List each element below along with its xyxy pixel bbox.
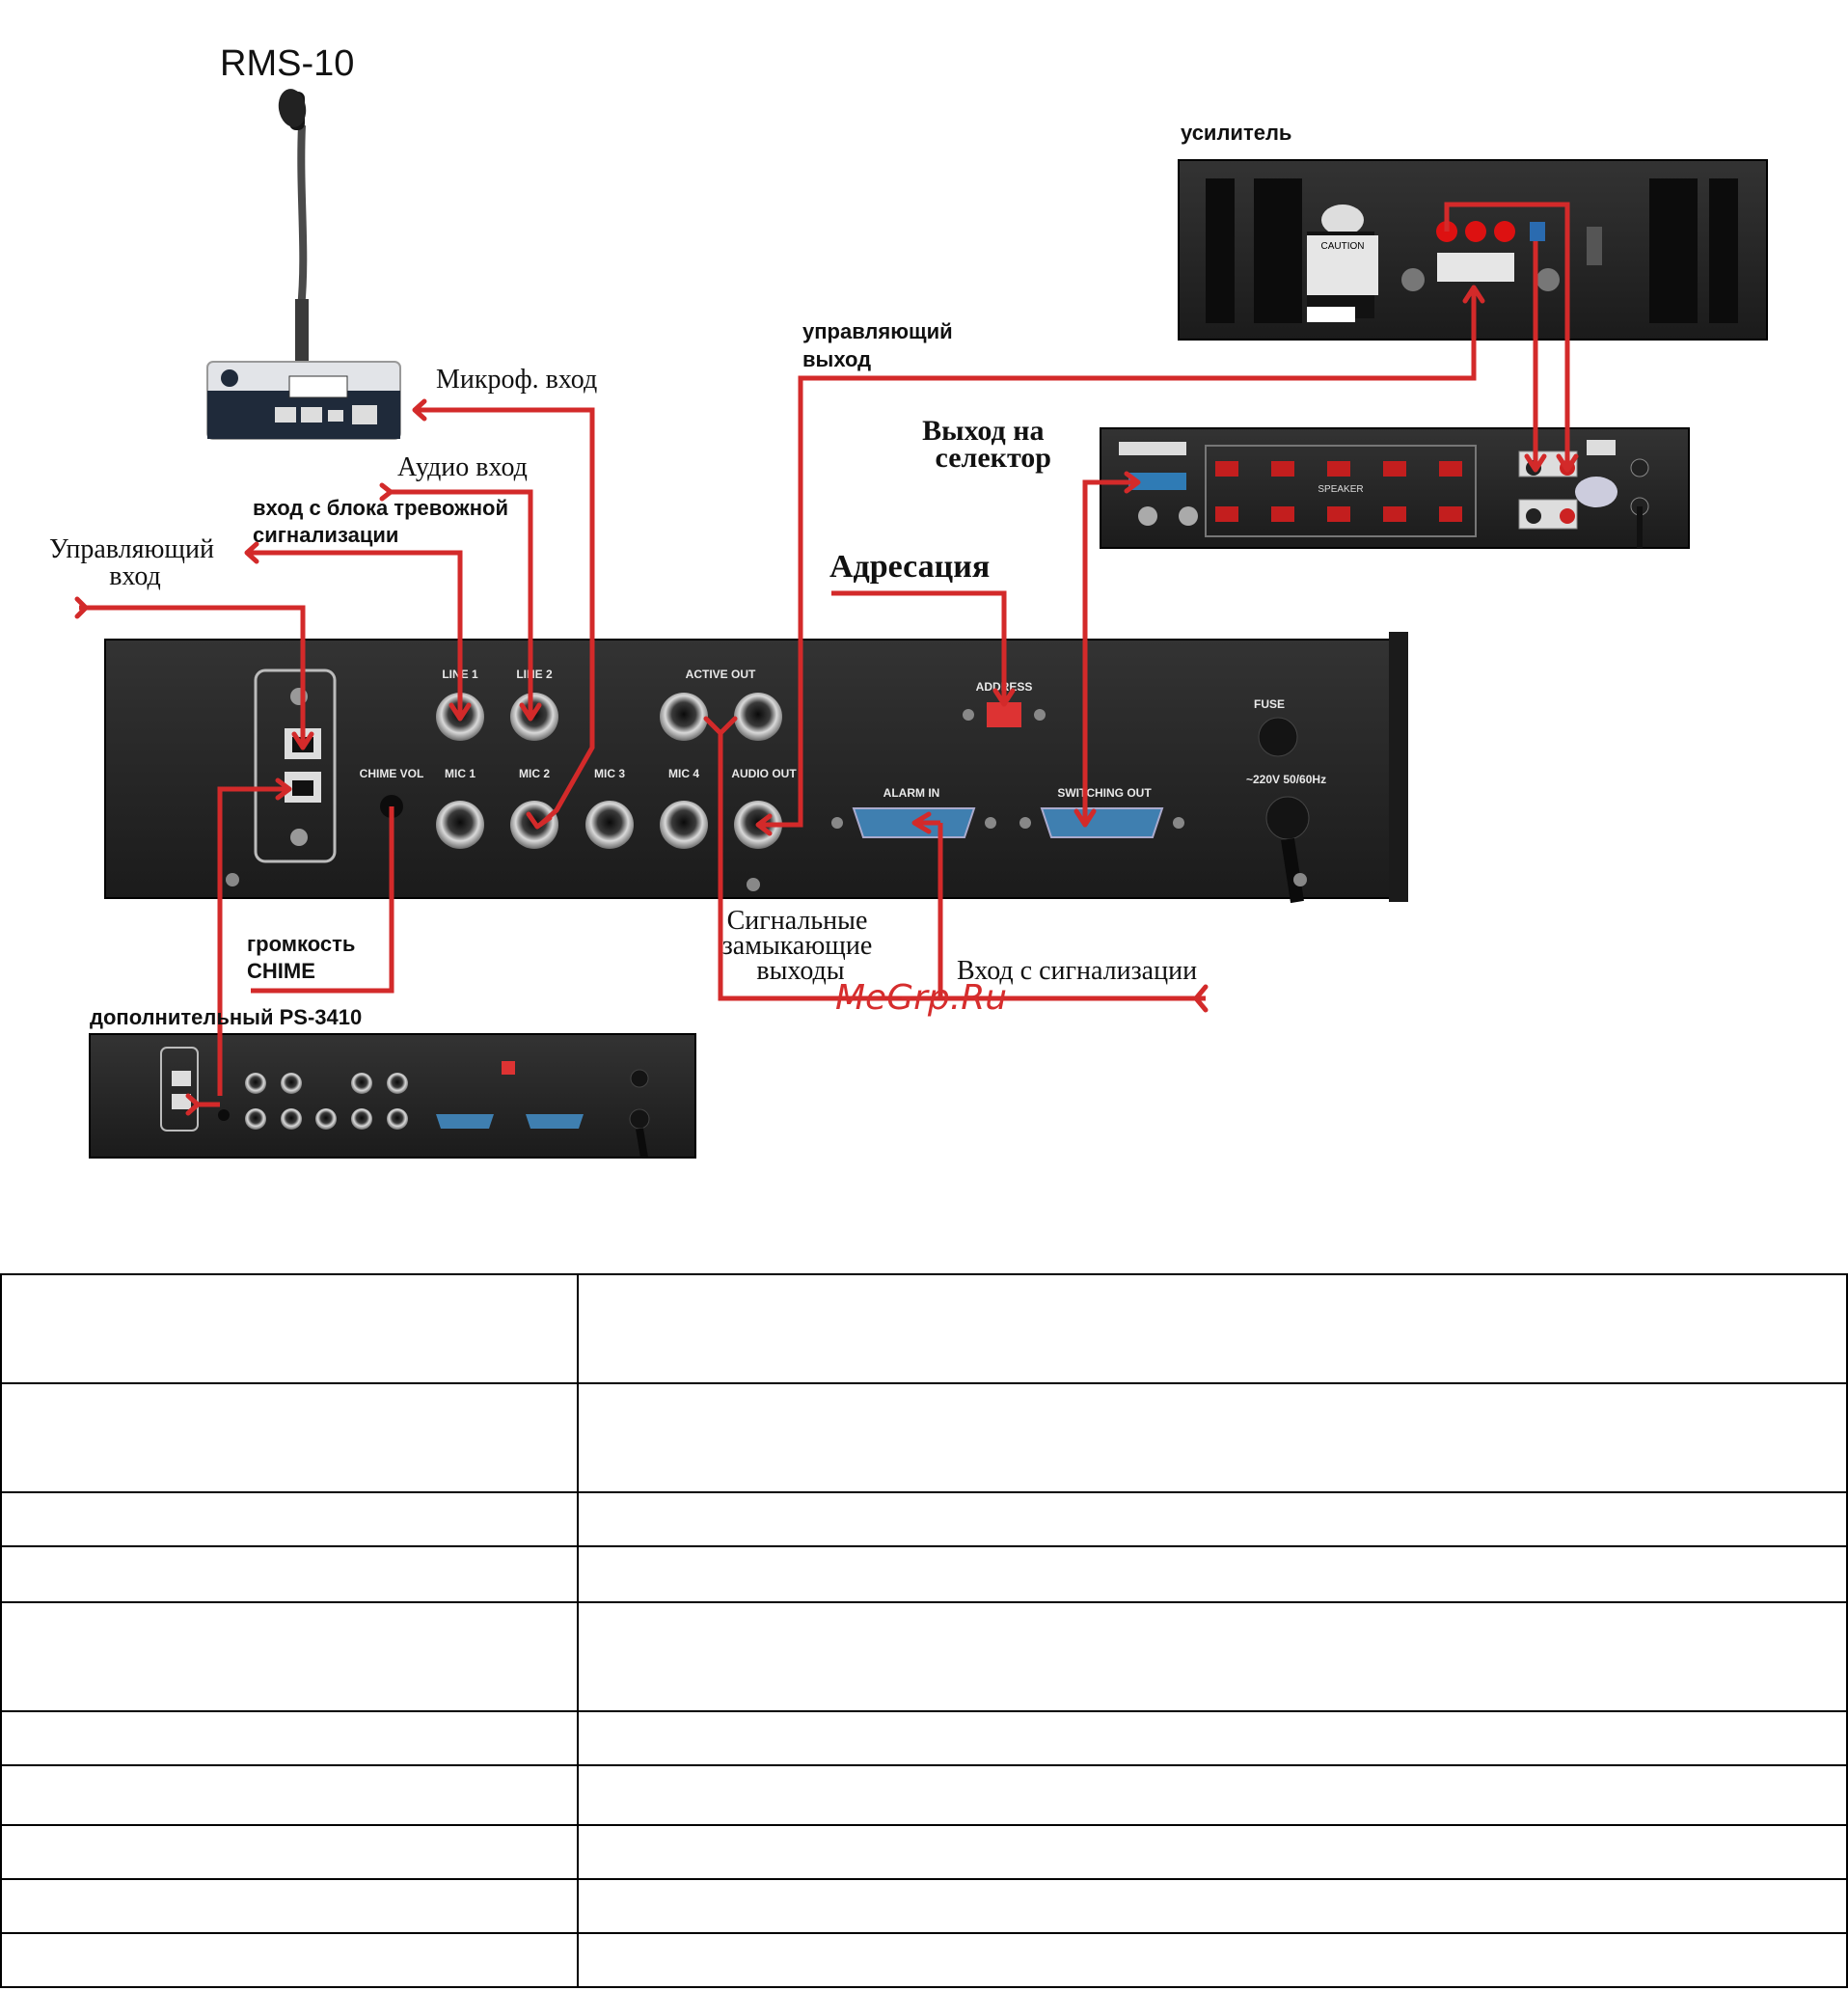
table-cell <box>1 1602 578 1711</box>
label-signal-outputs: Сигнальные замыкающие выходы <box>722 906 880 986</box>
label-control-output-line2: выход <box>802 347 871 371</box>
table-cell <box>1 1711 578 1765</box>
label-control-input-line1: Управляющий <box>49 534 214 564</box>
label-chime-volume-line1: громкость <box>247 932 355 956</box>
table-row <box>1 1492 1847 1546</box>
table-cell <box>1 1933 578 1987</box>
panel-switching-out: SWITCHING OUT <box>1057 786 1152 800</box>
table-row <box>1 1765 1847 1825</box>
table-cell <box>578 1274 1847 1383</box>
amplifier-vent-left <box>1206 178 1302 323</box>
label-alarm-input: вход с блока тревожной сигнализации <box>253 496 514 547</box>
panel-mic3: MIC 3 <box>594 767 625 780</box>
label-chime-volume-line2: CHIME <box>247 959 315 983</box>
selector-unit: SPEAKER <box>1101 428 1689 548</box>
table-cell <box>1 1879 578 1933</box>
panel-active-out: ACTIVE OUT <box>686 668 756 681</box>
table-cell <box>1 1383 578 1492</box>
table-cell <box>1 1546 578 1602</box>
table-cell <box>578 1383 1847 1492</box>
table-row <box>1 1383 1847 1492</box>
panel-audio-out: AUDIO OUT <box>731 767 797 780</box>
label-audio-input: Аудио вход <box>397 452 528 482</box>
table-row <box>1 1711 1847 1765</box>
table-row <box>1 1879 1847 1933</box>
table-cell <box>1 1825 578 1879</box>
table-cell <box>578 1879 1847 1933</box>
rms10-label: RMS-10 <box>220 43 354 84</box>
label-alarm-input-line1: вход с блока тревожной <box>253 496 508 520</box>
panel-chime-vol: CHIME VOL <box>360 767 424 780</box>
panel-alarm-in: ALARM IN <box>883 786 940 800</box>
extra-ps3410-unit <box>90 1034 695 1158</box>
table-cell <box>1 1492 578 1546</box>
label-selector-output-line2: селектор <box>936 442 1051 474</box>
table-cell <box>578 1933 1847 1987</box>
amplifier-caution-label: CAUTION <box>1321 241 1365 252</box>
table-cell <box>578 1711 1847 1765</box>
table-cell <box>578 1825 1847 1879</box>
spec-table <box>0 1273 1848 1988</box>
label-alarm-input-line2: сигнализации <box>253 523 398 547</box>
label-control-input: Управляющий вход <box>49 534 221 591</box>
panel-line2: LINE 2 <box>516 668 553 681</box>
table-cell <box>1 1765 578 1825</box>
label-extra-ps: дополнительный PS-3410 <box>90 1005 362 1029</box>
label-control-output-line1: управляющий <box>802 319 953 343</box>
table-cell <box>578 1546 1847 1602</box>
table-cell <box>578 1492 1847 1546</box>
table-cell <box>578 1602 1847 1711</box>
connection-diagram: RMS-10 CAUTION усилитель <box>0 0 1848 1273</box>
table-row <box>1 1933 1847 1987</box>
table-row <box>1 1825 1847 1879</box>
panel-fuse: FUSE <box>1254 697 1285 711</box>
amplifier-vent-right <box>1649 178 1738 323</box>
amplifier-label: усилитель <box>1181 121 1291 145</box>
label-addressing: Адресация <box>829 549 990 585</box>
selector-speaker-label: SPEAKER <box>1318 484 1363 495</box>
label-mic-input: Микроф. вход <box>436 365 597 395</box>
table-cell <box>1 1274 578 1383</box>
panel-mic2: MIC 2 <box>519 767 550 780</box>
panel-mic1: MIC 1 <box>445 767 476 780</box>
rms10-console: RMS-10 <box>207 43 400 439</box>
table-cell <box>578 1765 1847 1825</box>
table-row <box>1 1602 1847 1711</box>
label-signal-outputs-line3: выходы <box>756 956 844 986</box>
panel-mic4: MIC 4 <box>668 767 699 780</box>
panel-mains: ~220V 50/60Hz <box>1246 773 1326 786</box>
table-row <box>1 1274 1847 1383</box>
label-control-input-line2: вход <box>109 561 161 591</box>
label-chime-volume: громкость CHIME <box>247 932 362 983</box>
watermark: MeGrp.Ru <box>835 978 1007 1018</box>
label-selector-output: Выход на селектор <box>922 415 1051 474</box>
label-control-output: управляющий выход <box>802 319 959 371</box>
table-row <box>1 1546 1847 1602</box>
